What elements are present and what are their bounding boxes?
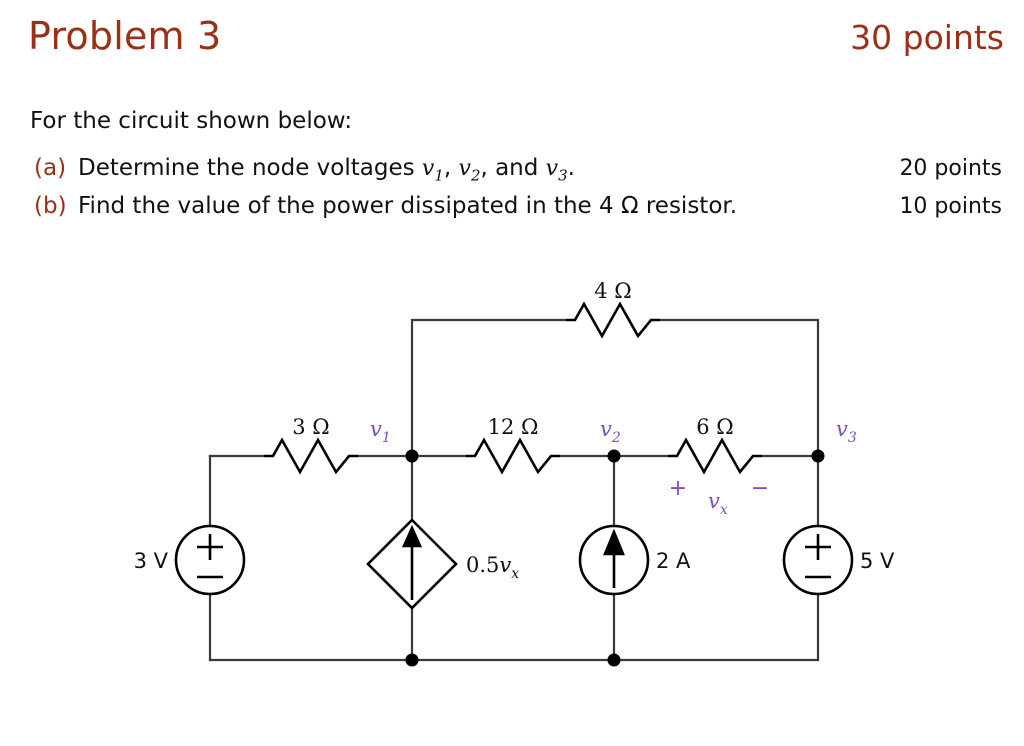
node-label-v2: v2 [600,417,621,446]
vx-minus-sign: − [751,476,769,501]
resistor-3ohm-label: 3 Ω [292,415,329,439]
resistor-6ohm-label: 6 Ω [696,415,733,439]
question-item-a: (a) Determine the node voltages v1, v2, … [34,155,1002,184]
resistor-4ohm-label: 4 Ω [594,279,631,303]
question-points-b: 10 points [899,194,1002,220]
source-2a: 2 A [578,524,691,596]
node-label-v3: v3 [836,417,857,446]
node-label-v1: v1 [370,417,391,446]
source-5v: 5 V [782,524,895,596]
node-dot-v1 [405,449,419,463]
question-item-b: (b) Find the value of the power dissipat… [34,193,1002,219]
dependent-source-label: 0.5vx [466,553,519,582]
question-list: (a) Determine the node voltages v1, v2, … [34,155,1002,228]
node-dot-v3 [811,449,825,463]
question-points-a: 20 points [899,156,1002,181]
resistor-3ohm-symbol [264,437,358,475]
question-label-a: (a) [34,155,67,181]
resistor-6ohm-symbol [668,437,762,475]
source-dependent-current: 0.5vx [366,518,519,610]
question-a-sep2: , and [480,155,546,181]
intro-text: For the circuit shown below: [30,108,353,134]
question-text-a: Determine the node voltages v1, v2, and … [78,155,899,184]
question-a-sep1: , [443,155,459,181]
vx-label: vx [708,489,728,518]
var-v1: v1 [421,156,444,185]
node-dot-bottom-left [405,653,419,667]
resistor-4ohm-symbol [566,301,660,339]
source-2a-label: 2 A [656,549,691,573]
dependent-source-arrow-head [401,524,423,548]
question-a-lead: Determine the node voltages [78,155,422,181]
question-a-tail: . [567,155,575,181]
question-text-b: Find the value of the power dissipated i… [78,193,738,220]
problem-points-badge: 30 points [850,18,1004,57]
wire-top-branch-right [658,318,820,458]
vx-plus-sign: + [669,476,687,501]
source-3v-label: 3 V [134,549,169,573]
circuit-svg: 3 Ω 12 Ω 6 Ω 4 Ω v1 v2 v3 + − [134,279,895,667]
circuit-diagram: 3 Ω 12 Ω 6 Ω 4 Ω v1 v2 v3 + − [0,262,1024,702]
node-dot-bottom-mid [607,653,621,667]
source-5v-label: 5 V [860,549,895,573]
header: Problem 3 30 points [28,14,1004,58]
var-v2: v2 [458,156,481,185]
wire-top-branch-left [410,318,568,458]
source-3v: 3 V [134,524,246,596]
var-v3: v3 [545,156,568,185]
resistor-12ohm-symbol [466,437,560,475]
source-2a-arrow-head [603,528,625,556]
question-label-b: (b) [34,193,67,220]
node-dot-v2 [607,449,621,463]
page-title: Problem 3 [28,14,222,58]
resistor-12ohm-label: 12 Ω [488,415,539,439]
